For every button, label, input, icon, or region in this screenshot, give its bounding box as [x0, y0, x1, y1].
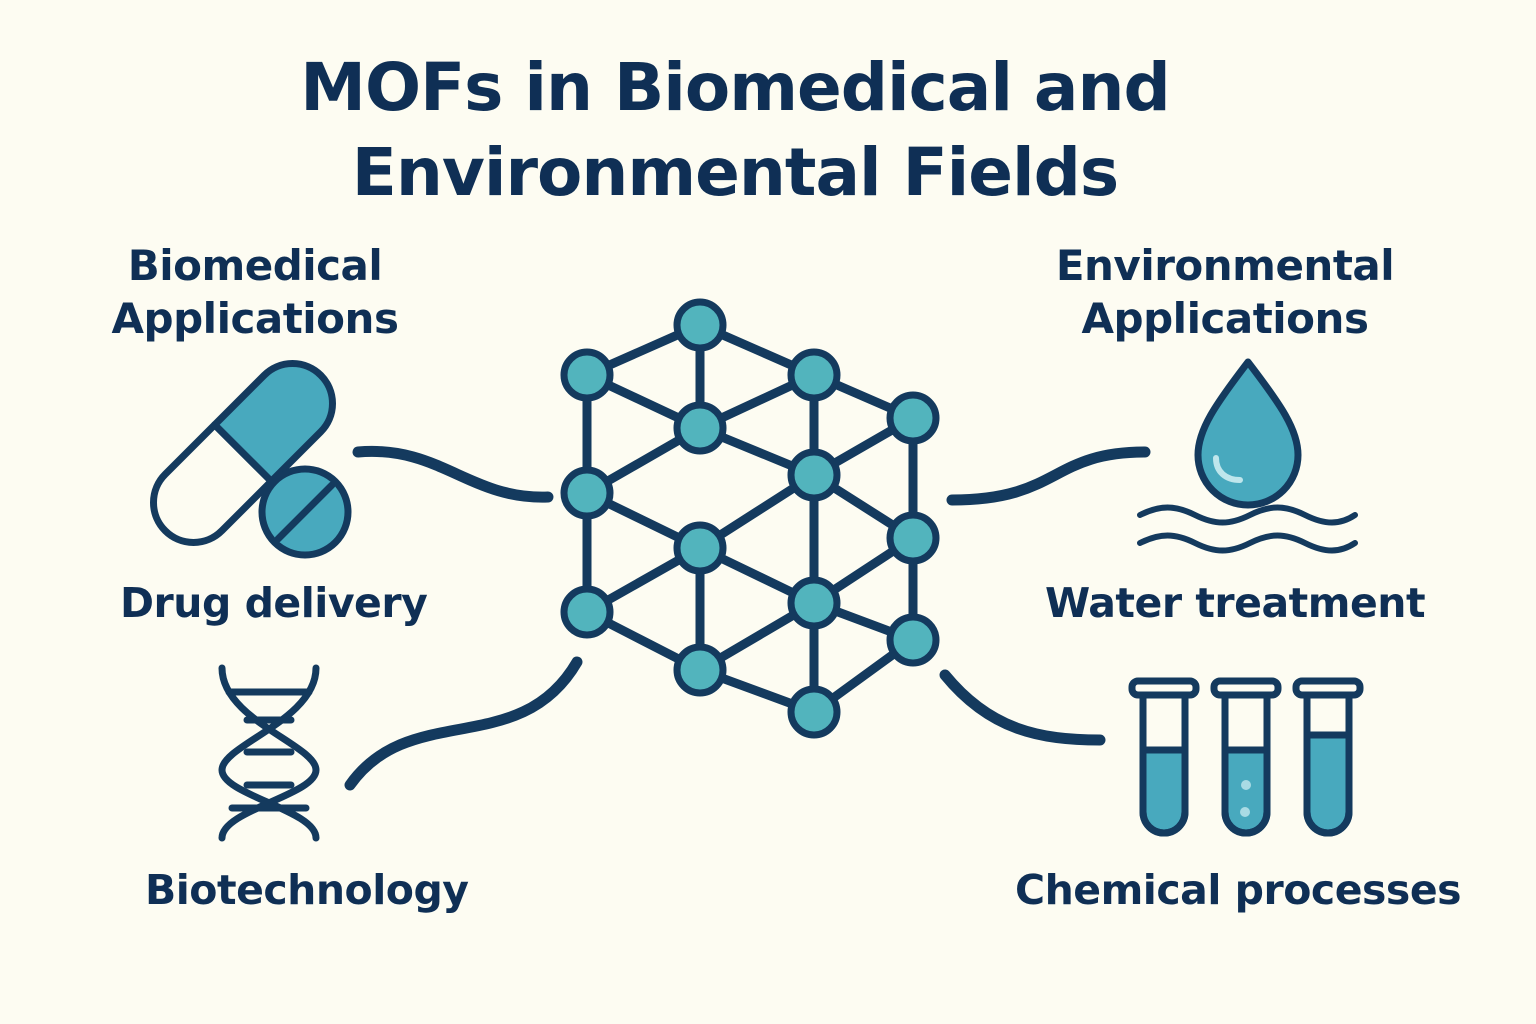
lattice-node — [673, 401, 727, 455]
lattice-node — [886, 511, 940, 565]
lattice-node — [560, 466, 614, 520]
lattice-node — [673, 298, 727, 352]
lattice-node — [886, 613, 940, 667]
connector-biotechnology — [344, 656, 583, 791]
biotechnology-label: Biotechnology — [145, 866, 469, 914]
lattice-node — [787, 448, 841, 502]
environmental-heading-line-2: Applications — [1081, 294, 1369, 343]
drug-delivery-label: Drug delivery — [120, 579, 428, 627]
connector-drug-delivery — [352, 445, 554, 503]
lattice-node — [787, 348, 841, 402]
mof-lattice-icon — [560, 298, 940, 739]
connector-water-treatment — [946, 446, 1151, 506]
biomedical-heading-line-2: Applications — [111, 294, 399, 343]
title-line-1: MOFs in Biomedical and — [300, 49, 1170, 126]
test-tubes-icon — [1128, 677, 1364, 837]
pill-capsule-icon — [150, 360, 352, 559]
lattice-node — [560, 348, 614, 402]
environmental-heading-line-1: Environmental — [1055, 241, 1395, 290]
water-drop-icon — [1194, 358, 1302, 509]
water-waves-icon — [1137, 504, 1358, 554]
connector-lines — [344, 445, 1151, 791]
lattice-node — [560, 585, 614, 639]
water-treatment-label: Water treatment — [1045, 579, 1426, 627]
biomedical-heading-line-1: Biomedical — [127, 241, 383, 290]
title-line-2: Environmental Fields — [351, 134, 1119, 211]
chemical-processes-label: Chemical processes — [1015, 866, 1462, 914]
lattice-node — [787, 576, 841, 630]
lattice-node — [886, 391, 940, 445]
lattice-node — [787, 685, 841, 739]
lattice-node — [673, 643, 727, 697]
connector-chemical-processes — [939, 669, 1106, 746]
lattice-node — [673, 521, 727, 575]
dna-helix-icon — [218, 664, 320, 842]
